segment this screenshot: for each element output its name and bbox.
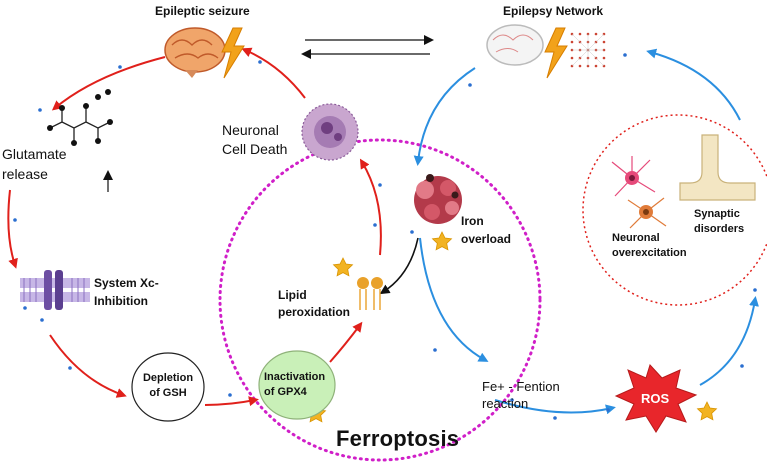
ferroptosis-label: Ferroptosis: [336, 426, 460, 451]
neuronal-cell-death-label-2: Cell Death: [222, 141, 288, 157]
synaptic-label-1: Synaptic: [694, 208, 740, 220]
network-brain-icon: [486, 24, 544, 66]
dead-cell-icon: [301, 103, 359, 161]
arrow-seizure-to-glutamate: [51, 56, 166, 111]
neuronal-cell-death-label-1: Neuronal: [222, 122, 279, 138]
gpx4-label-1: Inactivation: [264, 371, 326, 383]
arrow-network-to-iron: [413, 67, 476, 166]
lightning-bolt-icon: [221, 27, 245, 79]
neuronal-overexcitation-label-1: Neuronal: [612, 232, 660, 244]
system-xc-label-1: System Xc-: [94, 276, 159, 290]
arrow-celldeath-to-seizure: [241, 47, 306, 99]
neuronal-overexcitation-label-2: overexcitation: [612, 247, 687, 259]
depletion-label-2: of GSH: [149, 387, 187, 399]
gsh-node: [131, 352, 205, 422]
arrow-glutamate-to-xc: [7, 189, 18, 269]
neuron-icon: [611, 156, 667, 229]
lipid-label-2: peroxidation: [278, 305, 351, 319]
epileptic-seizure-label: Epileptic seizure: [155, 4, 250, 18]
arrow-gsh-to-gpx4: [204, 396, 259, 407]
iron-label-1: Iron: [461, 214, 484, 228]
arrow-xc-to-gsh: [49, 334, 127, 398]
arrow-iron-to-fenton: [419, 237, 489, 362]
arrow-circle-to-network: [646, 48, 741, 121]
ros-burst: [614, 364, 698, 433]
arrow-iron-to-lipid: [379, 237, 419, 295]
decor-dots: [13, 53, 757, 420]
fenton-label-2: reaction: [482, 396, 529, 411]
gpx4-label-2: of GPX4: [264, 386, 307, 398]
glutamate-label-2: release: [2, 166, 48, 182]
glutamate-molecule-icon: [47, 89, 113, 146]
iron-cluster-icon: [414, 174, 462, 224]
transporter-icon: [20, 270, 90, 310]
synapse-icon: [679, 134, 756, 201]
synaptic-label-2: disorders: [694, 223, 745, 235]
fenton-label-1: Fe+ - Fention: [482, 379, 560, 394]
arrow-ros-to-circle: [699, 296, 759, 386]
neuron-grid-icon: [570, 32, 606, 68]
ros-label: ROS: [641, 391, 670, 406]
gpx4-node: [258, 350, 336, 420]
brain-icon: [164, 27, 226, 78]
lightning-bolt-icon-2: [544, 27, 568, 79]
depletion-label-1: Depletion: [142, 372, 194, 384]
iron-label-2: overload: [461, 232, 512, 246]
lipid-icon: [357, 277, 383, 310]
neuro-synaptic-circle: [582, 114, 767, 306]
arrow-gpx4-to-lipid: [329, 321, 363, 363]
glutamate-label-1: Glutamate: [2, 146, 67, 162]
arrow-fenton-to-ros: [494, 399, 616, 415]
epilepsy-network-label: Epilepsy Network: [503, 4, 604, 18]
ferroptosis-circle: [218, 138, 542, 462]
system-xc-label-2: Inhibition: [94, 294, 148, 308]
arrow-lipid-to-celldeath: [359, 158, 382, 256]
lipid-label-1: Lipid: [278, 288, 307, 302]
